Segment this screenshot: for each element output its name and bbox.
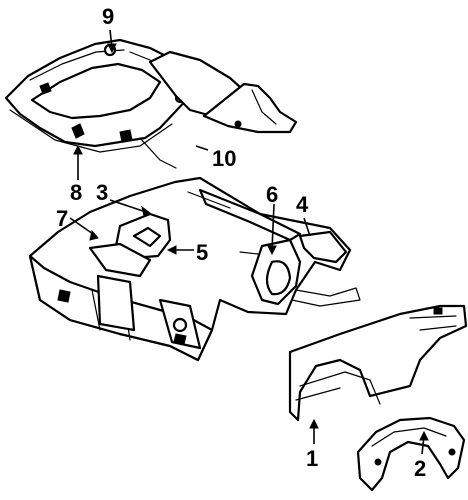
leader-lines xyxy=(69,29,429,455)
callout-2: 2 xyxy=(414,456,426,481)
callout-10: 10 xyxy=(212,146,236,171)
front-body-shell xyxy=(28,176,361,362)
callout-8: 8 xyxy=(70,180,82,205)
callout-9: 9 xyxy=(102,4,114,29)
callout-3: 3 xyxy=(96,180,108,205)
splash-shield xyxy=(356,416,466,492)
front-fender xyxy=(288,304,468,422)
callout-7: 7 xyxy=(56,206,68,231)
callout-6: 6 xyxy=(266,182,278,207)
radiator-support-frame xyxy=(4,38,298,169)
callout-4: 4 xyxy=(296,192,309,217)
callout-5: 5 xyxy=(196,240,208,265)
callout-1: 1 xyxy=(306,446,318,471)
